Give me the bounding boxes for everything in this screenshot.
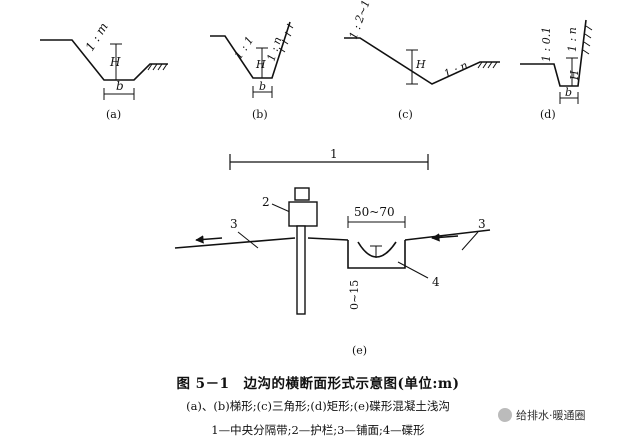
section-b-depth-label: H [255,58,266,71]
section-a-label: (a) [106,108,121,121]
median-width-dim [229,154,429,170]
callout-3-right-label: 3 [478,217,486,231]
flow-arrow-left [195,235,223,244]
section-d-profile [520,19,587,87]
section-c-slope-left-label: 1 : 2~1 : 3 [347,0,379,41]
guardrail-block [288,201,318,227]
section-e-label: (e) [352,344,367,357]
dish-width-dim [347,216,406,228]
section-b-slope-left-label: 1 : 1 [232,34,257,62]
section-a-depth-label: H [109,55,121,69]
callout-leader-4 [397,261,429,279]
section-d-depth-dim [566,57,578,87]
section-d-width-label: b [565,86,572,99]
section-d-slope-left-label: 1 : 0.1 [540,27,553,62]
flow-arrow-right [431,233,459,242]
section-b-depth-dim [256,47,268,79]
guardrail-post-top [294,187,310,201]
section-d-label: (d) [540,108,556,121]
section-d [520,19,593,104]
section-b-profile [210,21,291,79]
callout-1-label: 1 [330,147,338,161]
section-a-hatch [147,63,168,71]
section-d-width-dim [559,92,579,104]
callout-3-left-label: 3 [230,217,238,231]
section-d-depth-label: H [568,70,581,81]
guardrail [288,187,318,315]
section-a-profile [40,39,168,81]
section-d-hatch [582,25,593,55]
flow-arrows [195,233,459,244]
figure-caption-types: (a)、(b)梯形;(c)三角形;(d)矩形;(e)碟形混凝土浅沟 [186,399,450,413]
section-b-label: (b) [252,108,268,121]
dish-depth-marker [370,245,382,258]
section-c [344,37,500,85]
section-b-width-dim [252,86,273,98]
section-b-width-label: b [259,80,266,93]
callout-leader-3-right [461,231,479,251]
watermark-text: 给排水·暖通圈 [516,409,586,422]
section-c-depth-dim [406,49,418,85]
section-a-width-label: b [116,79,124,93]
figure-caption-legend: 1—中央分隔带;2—护栏;3—铺面;4—碟形 [211,423,425,437]
callout-2-label: 2 [262,195,270,209]
watermark: 给排水·暖通圈 [494,404,636,426]
section-a-width-dim [103,88,135,100]
callout-leader-2 [271,203,291,213]
section-b-hatch [278,23,294,53]
section-c-label: (c) [398,108,413,121]
callout-leader-3-left [237,231,259,249]
section-d-slope-right-label: 1 : n [566,27,579,52]
pavement-surface [174,229,491,249]
dish-width-label: 50~70 [354,205,395,219]
guardrail-post [296,225,306,315]
section-a-depth-dim [110,43,122,81]
dish-depth-label: 0~15 [348,280,361,310]
section-e [174,154,491,279]
figure-title: 图 5－1 边沟的横断面形式示意图(单位:m) [176,376,460,392]
section-a [40,39,168,100]
section-b [210,21,294,98]
section-c-depth-label: H [415,58,426,71]
section-c-hatch [477,61,498,69]
wechat-icon [498,408,512,422]
section-c-slope-right-label: 1 : n [442,59,470,81]
callout-4-label: 4 [432,275,440,289]
section-a-slope-label: 1 : m [83,20,111,53]
